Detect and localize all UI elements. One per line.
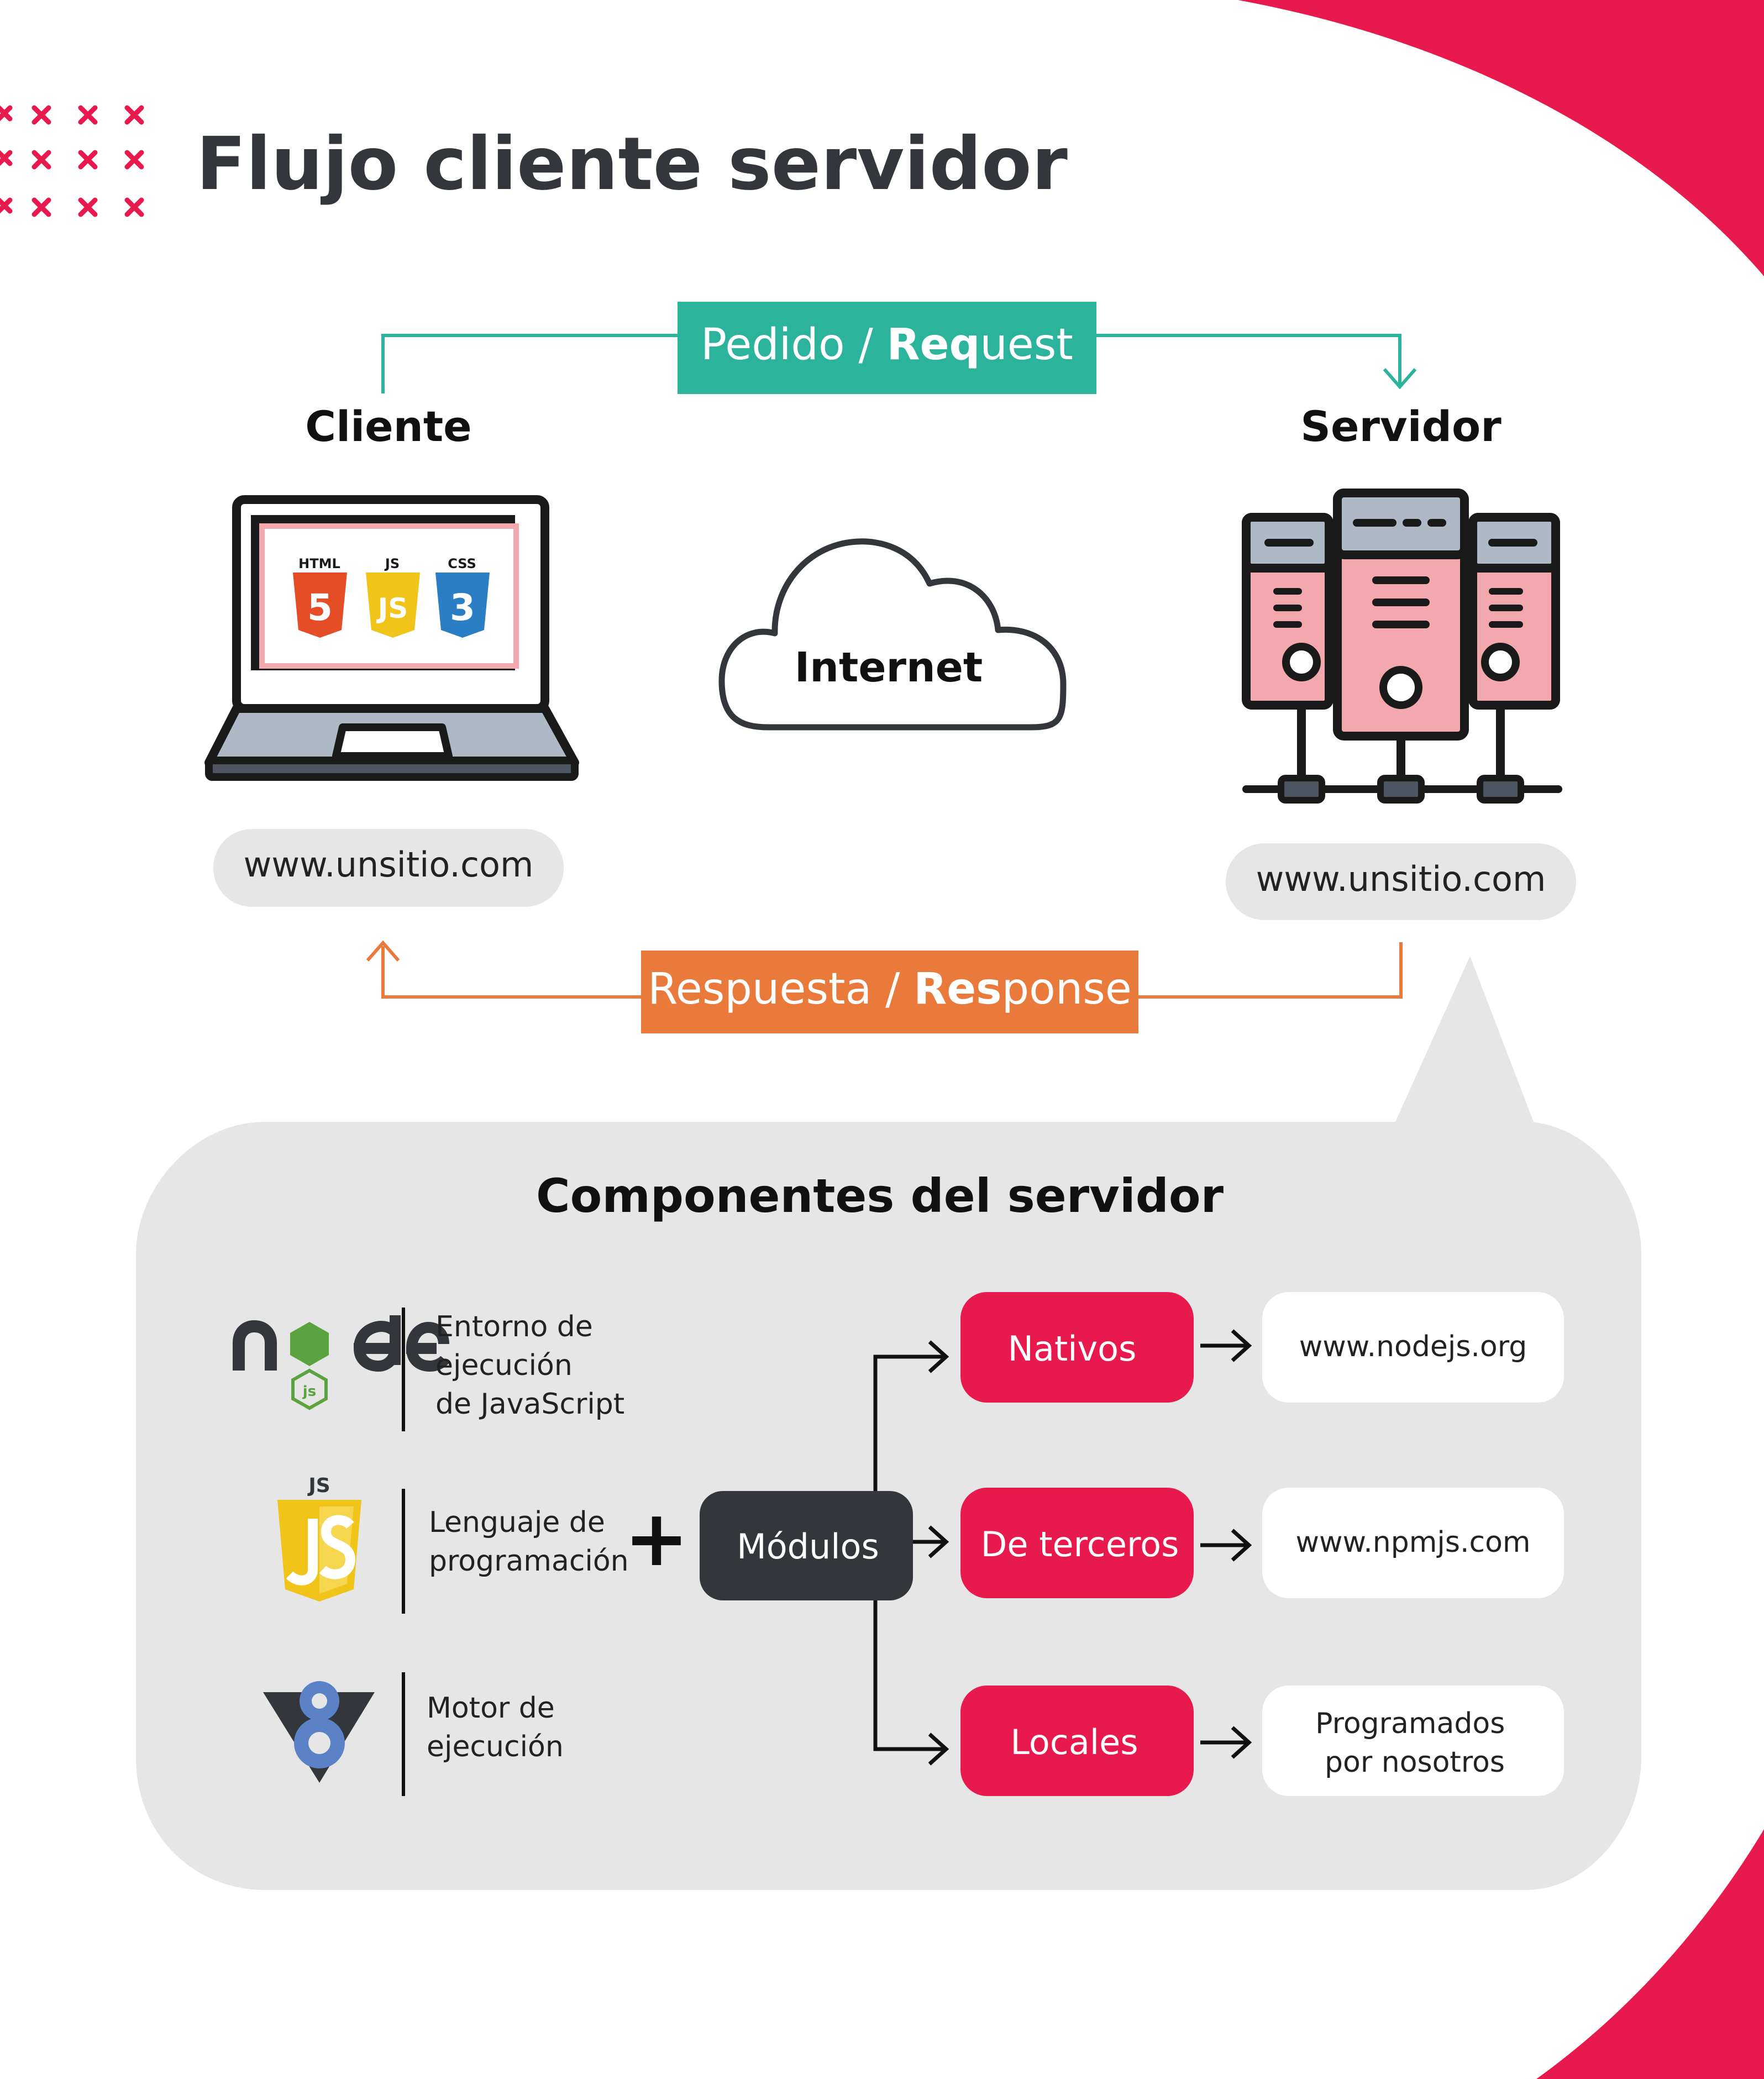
javascript-logo-caption: JS	[307, 1474, 330, 1497]
html-badge-label: HTML	[298, 556, 340, 571]
modules-label: Módulos	[737, 1526, 879, 1567]
top-right-decoration	[1238, 0, 1764, 276]
client-url: www.unsitio.com	[244, 844, 534, 885]
js-badge-label: JS	[384, 556, 400, 571]
client-label: Cliente	[305, 402, 471, 451]
page-title: Flujo cliente servidor	[196, 122, 1068, 207]
server-url-pill	[1226, 843, 1576, 920]
javascript-logo-icon: JS	[277, 1474, 361, 1602]
server-url: www.unsitio.com	[1256, 859, 1546, 899]
module-thirdparty-label: De terceros	[981, 1524, 1179, 1565]
nodejs-org-url: www.nodejs.org	[1299, 1330, 1527, 1363]
local-modules-text: Programados por nosotros	[1315, 1707, 1514, 1779]
nodejs-logo-icon: js	[233, 1315, 449, 1410]
components-title: Componentes del servidor	[536, 1169, 1224, 1223]
response-label-box	[641, 951, 1138, 1033]
js-glyph: JS	[376, 592, 408, 624]
npmjs-com-url: www.npmjs.com	[1295, 1526, 1530, 1559]
server-illustration	[1242, 489, 1562, 804]
local-modules-box	[1262, 1686, 1564, 1796]
module-connectors	[873, 1329, 1252, 1766]
response-label: Respuesta / Response	[648, 964, 1132, 1014]
bottom-right-decoration	[1536, 1829, 1764, 2079]
html5-logo-icon	[293, 573, 347, 638]
npmjs-com-box	[1262, 1488, 1564, 1598]
response-arrow	[366, 940, 1403, 999]
svg-text:js: js	[302, 1383, 316, 1400]
server-label: Servidor	[1300, 402, 1502, 451]
internet-label: Internet	[795, 644, 983, 691]
js-logo-icon	[366, 573, 420, 638]
components-panel	[136, 956, 1641, 1890]
plus-sign: +	[624, 1494, 689, 1584]
client-url-pill	[213, 829, 564, 907]
javascript-description: Lenguaje de programación	[429, 1506, 629, 1578]
css-badge-label: CSS	[448, 556, 476, 571]
request-label-box	[678, 302, 1096, 394]
request-label: Pedido / Request	[701, 320, 1073, 370]
x-pattern-decoration	[0, 105, 144, 217]
nodejs-description: Entorno de ejecución de JavaScript	[435, 1310, 624, 1421]
css3-logo-icon	[435, 573, 490, 638]
request-arrow	[381, 334, 1417, 393]
module-native-box	[960, 1292, 1194, 1403]
v8-logo-icon	[263, 1681, 375, 1783]
modules-box	[700, 1491, 913, 1600]
module-thirdparty-box	[960, 1488, 1194, 1598]
cloud-icon	[718, 538, 1067, 731]
v8-description: Motor de ejecución	[427, 1692, 564, 1763]
module-local-label: Locales	[1010, 1722, 1138, 1762]
module-local-box	[960, 1686, 1194, 1796]
module-native-label: Nativos	[1008, 1329, 1137, 1369]
nodejs-org-box	[1262, 1292, 1564, 1403]
laptop-illustration: HTML 5 JS JS CSS 3	[204, 495, 579, 781]
html5-glyph: 5	[307, 586, 333, 629]
css3-glyph: 3	[450, 586, 475, 629]
